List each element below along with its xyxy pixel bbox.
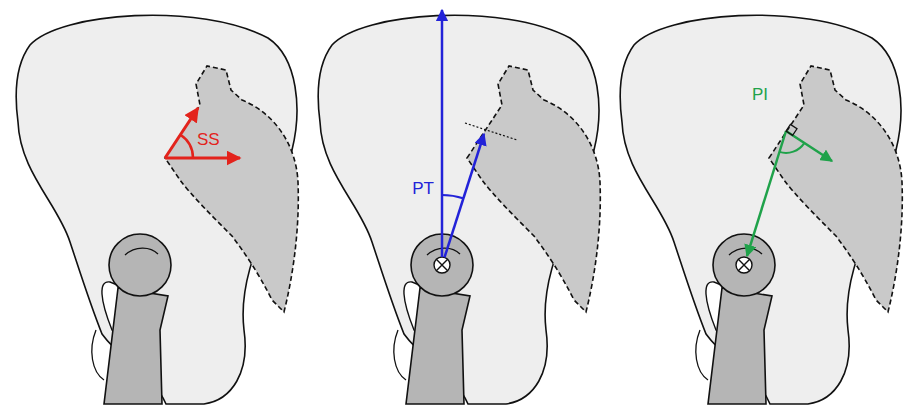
endplate-dotted-line [465, 123, 517, 140]
panel-pelvic-tilt [318, 10, 600, 404]
hip-axis-symbol [434, 257, 450, 273]
pelvis-figure [620, 15, 902, 404]
hip-axis-symbol [736, 257, 752, 273]
right-angle-mark [786, 124, 797, 135]
angle-arc [180, 135, 193, 158]
angle-arc [779, 143, 804, 153]
horizontal-arrow [165, 157, 240, 160]
panel-sacral-slope [16, 15, 298, 404]
vertical-arrow [441, 10, 444, 257]
angle-label: SS [197, 131, 220, 148]
angle-label: PT [412, 180, 434, 197]
pelvis-figure [318, 15, 600, 404]
endplate-hip-arrow [747, 131, 786, 256]
angle-label: PI [752, 86, 768, 103]
angle-arc [442, 195, 464, 199]
panel-pelvic-incidence [620, 15, 902, 404]
endplate-arrow [165, 108, 198, 158]
pelvis-figure [16, 15, 298, 404]
